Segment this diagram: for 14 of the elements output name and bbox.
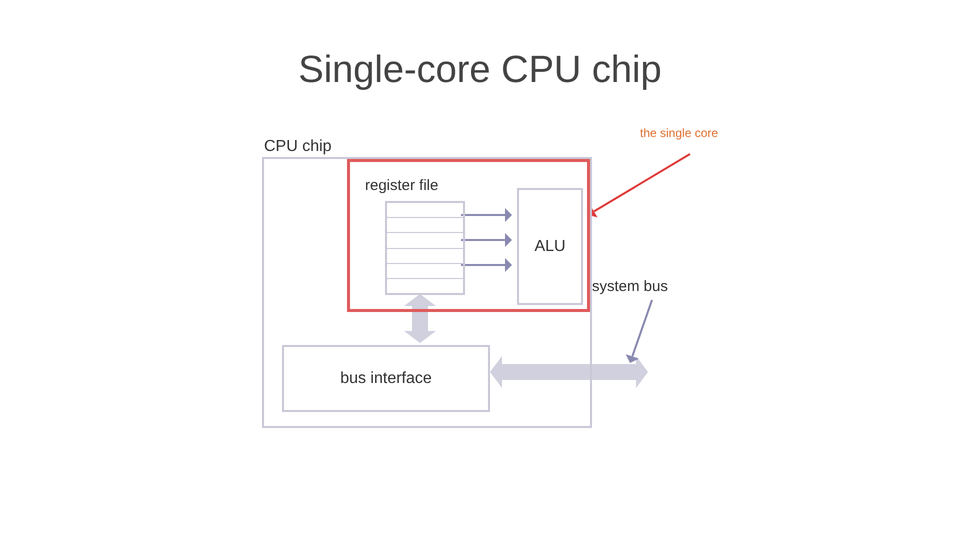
register-file-label: register file: [365, 176, 438, 196]
block-arrow: [490, 356, 648, 388]
block-arrow: [404, 294, 436, 343]
arrow: [461, 208, 512, 222]
core-highlight-box: [347, 159, 590, 312]
leader-line: [626, 300, 653, 363]
bus-interface-box: bus interface: [282, 345, 490, 412]
slide-title: Single-core CPU chip: [297, 48, 663, 93]
arrow: [461, 258, 512, 272]
callout-label: system bus: [592, 276, 702, 298]
chip-heading: CPU chip: [264, 137, 332, 157]
alu-box: ALU: [517, 188, 583, 305]
callout-label: the single core: [640, 122, 780, 144]
arrow: [461, 233, 512, 247]
